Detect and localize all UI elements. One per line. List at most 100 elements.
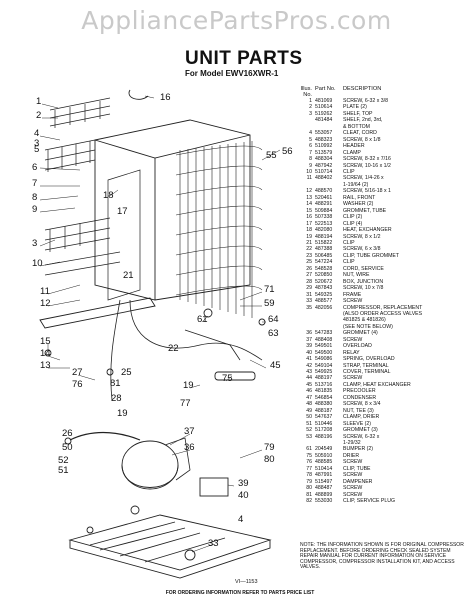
part-number: 488323 bbox=[315, 136, 333, 143]
part-illus-number: 5 bbox=[309, 136, 312, 143]
callout-number: 26 bbox=[62, 428, 73, 439]
part-illus-number: 82 bbox=[306, 498, 312, 505]
part-number: 520461 bbox=[315, 194, 333, 201]
part-illus-number: 17 bbox=[306, 220, 312, 227]
part-description: 1-29/32 bbox=[343, 440, 361, 447]
part-number: 513579 bbox=[315, 149, 333, 156]
part-number: 487942 bbox=[315, 162, 333, 169]
part-description: FRAME bbox=[343, 291, 362, 298]
part-description: SCREW, 8 x 1/2 bbox=[343, 233, 381, 240]
part-description: SCREW, 6-32 x 3/8 bbox=[343, 98, 388, 104]
callout-number: 6 bbox=[32, 162, 38, 173]
part-description: CLIP, TUBE GROMMET bbox=[343, 252, 400, 259]
part-illus-number: 12 bbox=[306, 188, 312, 195]
part-illus-number: 61 bbox=[306, 446, 312, 453]
callout-number: 9 bbox=[32, 204, 38, 215]
part-number: 510614 bbox=[315, 104, 333, 111]
part-number: 481835 bbox=[315, 388, 333, 395]
part-description: STRAP, TERMINAL bbox=[343, 362, 389, 369]
part-illus-number: 3 bbox=[309, 110, 312, 117]
part-number: 549104 bbox=[315, 362, 333, 369]
part-description: (ALSO ORDER ACCESS VALVES bbox=[343, 310, 423, 317]
part-illus-number: 77 bbox=[306, 465, 312, 472]
part-description: HEADER bbox=[343, 143, 365, 150]
part-description: SCREW bbox=[343, 336, 363, 343]
part-number: 488408 bbox=[315, 336, 333, 343]
part-illus-number: 43 bbox=[306, 369, 312, 376]
part-description: SHELF, 2nd, 3rd, bbox=[343, 117, 383, 124]
part-description: HEAT, EXCHANGER bbox=[343, 227, 392, 234]
part-description: CLAMP bbox=[343, 149, 361, 156]
callout-number: 36 bbox=[184, 442, 195, 453]
part-illus-number: 78 bbox=[306, 472, 312, 479]
part-number: 488402 bbox=[315, 175, 333, 182]
part-number: 488194 bbox=[315, 233, 333, 240]
parts-row: & BOTTOM bbox=[300, 124, 470, 130]
callout-number: 45 bbox=[270, 360, 281, 371]
callout-number: 52 bbox=[58, 455, 69, 466]
part-number: 546854 bbox=[315, 394, 333, 401]
part-description: SCREW, 8-32 x 7/16 bbox=[343, 156, 391, 163]
part-description: SLEEVE (2) bbox=[343, 420, 371, 427]
callout-number: 18 bbox=[103, 190, 114, 201]
part-illus-number: 81 bbox=[306, 491, 312, 498]
exploded-parts-diagram bbox=[39, 89, 281, 579]
part-number: 487388 bbox=[315, 246, 333, 253]
part-description: RELAY bbox=[343, 349, 360, 356]
part-illus-number: 76 bbox=[306, 459, 312, 466]
part-number: 488380 bbox=[315, 401, 333, 408]
callout-number: 75 bbox=[222, 373, 233, 384]
part-number: 204549 bbox=[315, 446, 333, 453]
part-description: 1-19/64 (2) bbox=[343, 181, 369, 188]
callout-number: 13 bbox=[40, 360, 51, 371]
part-illus-number: 23 bbox=[306, 252, 312, 259]
part-number: 553030 bbox=[315, 498, 333, 505]
callout-number: 63 bbox=[268, 328, 279, 339]
callout-number: 56 bbox=[282, 146, 293, 157]
part-number: 507338 bbox=[315, 214, 333, 221]
compressor-note: NOTE: THE INFORMATION SHOWN IS FOR ORIGI… bbox=[300, 542, 464, 571]
part-description: NUT, WIRE bbox=[343, 272, 370, 279]
part-description: SCREW bbox=[343, 375, 363, 382]
part-description: SCREW, 10 x 7/8 bbox=[343, 285, 384, 292]
part-number: 488304 bbox=[315, 156, 333, 163]
callout-number: 51 bbox=[58, 465, 69, 476]
part-illus-number: 35 bbox=[306, 304, 312, 311]
parts-list-header: Illus. No. Part No. DESCRIPTION bbox=[300, 86, 470, 98]
part-description: COMPRESSOR, REPLACEMENT bbox=[343, 304, 423, 311]
part-illus-number: 22 bbox=[306, 246, 312, 253]
part-number: 549086 bbox=[315, 356, 333, 363]
part-illus-number: 80 bbox=[306, 485, 312, 492]
column-illus-no: Illus. No. bbox=[300, 86, 312, 98]
part-description: 481825 & 481826) bbox=[343, 317, 386, 324]
part-description: CLIP, TUBE bbox=[343, 465, 371, 472]
part-illus-number: 15 bbox=[306, 207, 312, 214]
part-description: SCREW, 10-16 x 1/2 bbox=[343, 162, 391, 169]
callout-number: 4 bbox=[34, 128, 40, 139]
part-illus-number: 44 bbox=[306, 375, 312, 382]
part-description: CLIP (4) bbox=[343, 220, 363, 227]
part-illus-number: 11 bbox=[306, 175, 312, 182]
callout-number: 11 bbox=[40, 286, 50, 297]
part-number: 510414 bbox=[315, 465, 333, 472]
part-number: 487991 bbox=[315, 472, 333, 479]
part-description: SCREW, 6 x 3/8 bbox=[343, 246, 381, 253]
part-illus-number: 31 bbox=[306, 291, 312, 298]
part-number: 488899 bbox=[315, 491, 333, 498]
